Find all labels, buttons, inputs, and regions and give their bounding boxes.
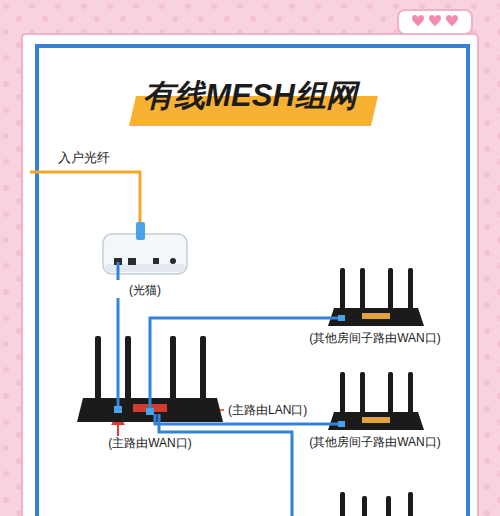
optical-modem-illustration xyxy=(95,222,195,292)
hearts xyxy=(412,15,458,27)
main-router-art xyxy=(77,330,225,432)
main-router-art xyxy=(200,336,206,402)
optical-modem-art xyxy=(136,222,145,240)
cable-group xyxy=(150,318,300,330)
network-cable xyxy=(150,318,300,330)
device-label: (主路由WAN口) xyxy=(75,435,225,451)
hearts xyxy=(446,15,458,27)
sub-router-art xyxy=(340,372,345,416)
sub-router-illustration xyxy=(300,268,450,340)
sub-router-illustration xyxy=(300,372,450,444)
main-router-art xyxy=(125,336,131,402)
sub-router-art xyxy=(340,268,345,312)
device-label: (其他房间子路由WAN口) xyxy=(300,330,450,346)
network-cable xyxy=(225,423,300,426)
sub-router-art xyxy=(338,421,345,427)
main-router-art xyxy=(170,336,176,402)
main-router-art xyxy=(95,336,101,402)
sub-router: (其他房间子路由WAN口) xyxy=(300,268,450,346)
sub-router-art xyxy=(300,268,424,326)
cable-group xyxy=(118,298,119,330)
bottom-router xyxy=(340,492,413,516)
sub-router-art xyxy=(328,308,424,326)
sub-router-art xyxy=(388,372,393,416)
network-cable xyxy=(117,298,120,330)
fiber-label: 入户光纤 xyxy=(58,150,110,166)
network-cable xyxy=(225,432,292,516)
main-router-art xyxy=(159,414,225,432)
optical-modem-art xyxy=(103,234,187,274)
device-label: (光猫) xyxy=(95,282,195,298)
main-router-art xyxy=(117,330,120,408)
bottom-router xyxy=(386,496,391,516)
optical-modem-art xyxy=(117,262,120,280)
sub-router-art xyxy=(360,372,365,416)
optical-modem-art xyxy=(128,258,136,265)
sub-router-art xyxy=(362,313,390,319)
optical-modem-art xyxy=(103,222,187,280)
device-label: (其他房间子路由WAN口) xyxy=(300,434,450,450)
cable-group xyxy=(225,424,300,425)
main-router-art xyxy=(155,414,225,424)
sub-router-art xyxy=(360,268,365,312)
sub-router-art xyxy=(300,423,340,426)
blue-frame xyxy=(37,46,468,516)
optical-modem-art xyxy=(170,258,176,264)
main-router-art xyxy=(149,330,152,410)
sub-router-art xyxy=(328,412,424,430)
sub-router-art xyxy=(300,317,340,320)
main-router-art xyxy=(114,406,122,413)
main-router: (主路由WAN口) xyxy=(75,330,225,451)
optical-modem: (光猫) xyxy=(95,222,195,298)
bottom-router xyxy=(408,492,413,516)
optical-modem-art xyxy=(153,258,159,264)
hearts xyxy=(429,15,441,27)
sub-router-art xyxy=(388,268,393,312)
main-router-illustration xyxy=(75,330,225,437)
sub-router-art xyxy=(300,372,424,430)
bottom-router xyxy=(340,492,345,516)
sub-router-art xyxy=(338,315,345,321)
title: 有线MESH组网 xyxy=(0,76,500,116)
main-router-art xyxy=(146,408,154,415)
heart-tab xyxy=(398,10,472,34)
fiber-cable xyxy=(30,172,140,222)
sub-router-art xyxy=(362,417,390,423)
sub-router-art xyxy=(408,372,413,416)
bottom-router xyxy=(362,496,367,516)
port-label: (主路由LAN口) xyxy=(228,402,307,418)
sub-router-art xyxy=(408,268,413,312)
hearts xyxy=(412,15,424,27)
sub-router: (其他房间子路由WAN口) xyxy=(300,372,450,450)
